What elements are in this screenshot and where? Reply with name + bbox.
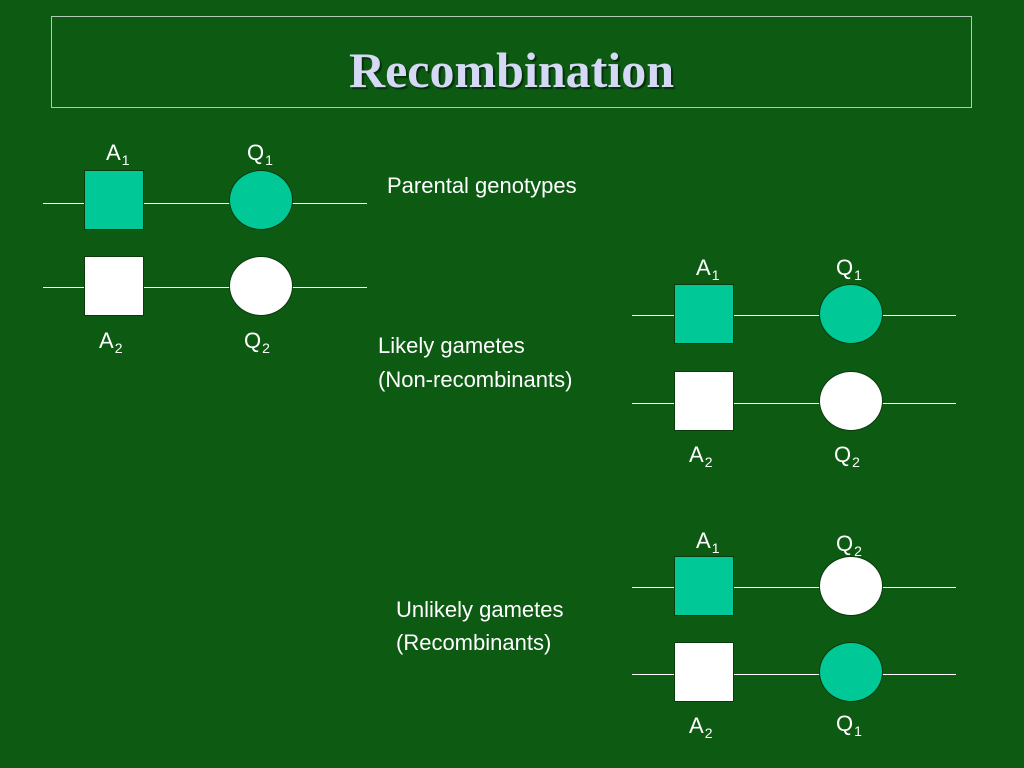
likely-top-left-label: A1 [696, 255, 720, 284]
unlikely-chromosome-top [632, 587, 956, 588]
likely-chromosome-top [632, 315, 956, 316]
unlikely-chromosome-bottom [632, 674, 956, 675]
unlikely-top-right-label: Q2 [836, 531, 862, 560]
likely-caption-line2: (Non-recombinants) [378, 367, 573, 392]
parental-top-left-label: A1 [106, 140, 130, 169]
page-title: Recombination [349, 42, 674, 98]
allele-q2-circle [819, 371, 883, 431]
title-box: Recombination [51, 16, 972, 108]
allele-q1-circle [819, 642, 883, 702]
unlikely-caption-line2: (Recombinants) [396, 630, 552, 655]
allele-a1-square [674, 556, 734, 616]
likely-bottom-right-label: Q2 [834, 442, 860, 471]
likely-chromosome-bottom [632, 403, 956, 404]
allele-a2-square [674, 371, 734, 431]
allele-q2-circle [819, 556, 883, 616]
parental-bottom-right-label: Q2 [244, 328, 270, 357]
allele-a1-square [674, 284, 734, 344]
allele-q1-circle [229, 170, 293, 230]
likely-bottom-left-label: A2 [689, 442, 713, 471]
allele-a2-square [84, 256, 144, 316]
likely-caption-line1: Likely gametes [378, 333, 525, 358]
allele-q2-circle [229, 256, 293, 316]
parental-chromosome-bottom [43, 287, 367, 288]
likely-top-right-label: Q1 [836, 255, 862, 284]
unlikely-top-left-label: A1 [696, 528, 720, 557]
allele-a1-square [84, 170, 144, 230]
unlikely-bottom-right-label: Q1 [836, 711, 862, 740]
unlikely-bottom-left-label: A2 [689, 713, 713, 742]
parental-top-right-label: Q1 [247, 140, 273, 169]
allele-q1-circle [819, 284, 883, 344]
parental-caption: Parental genotypes [387, 173, 577, 198]
unlikely-caption-line1: Unlikely gametes [396, 597, 564, 622]
parental-chromosome-top [43, 203, 367, 204]
allele-a2-square [674, 642, 734, 702]
parental-bottom-left-label: A2 [99, 328, 123, 357]
